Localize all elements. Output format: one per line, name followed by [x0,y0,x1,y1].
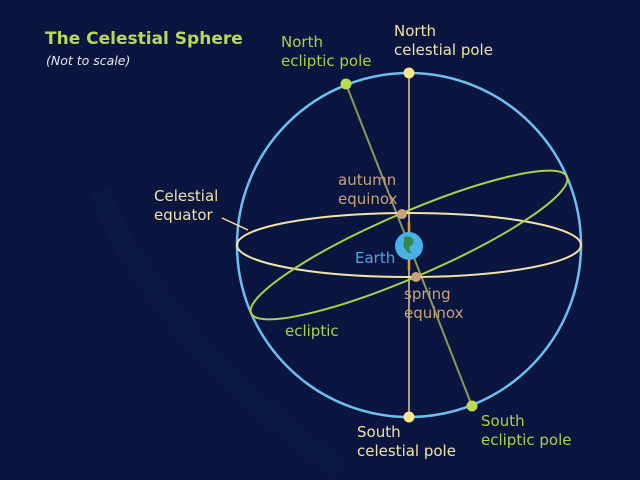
label-ecliptic: ecliptic [285,322,339,340]
subtitle: (Not to scale) [46,53,131,68]
page-title: The Celestial Sphere [45,29,243,49]
north-ecliptic-pole-point [340,78,352,90]
background-arc [89,186,347,479]
south-celestial-pole-point [403,411,415,423]
north-celestial-pole-point [403,67,415,79]
autumn-equinox-point [397,209,407,219]
south-ecliptic-pole-point [466,400,478,412]
equator-leader-line [221,217,249,231]
celestial-equator [236,212,582,278]
ecliptic-path [249,169,569,321]
earth-continent [403,236,414,254]
label-earth: Earth [355,249,396,267]
spring-equinox-point [411,272,421,282]
